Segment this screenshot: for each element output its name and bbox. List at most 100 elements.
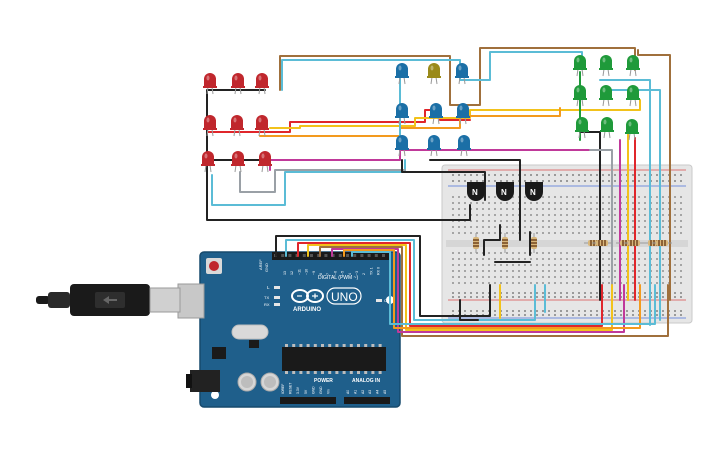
digital-pin-label: ~10 (305, 269, 309, 275)
digital-pin-label: 2 (362, 273, 366, 275)
usb-cable[interactable] (36, 284, 181, 316)
red-led[interactable] (201, 151, 215, 173)
green-led[interactable] (625, 119, 639, 141)
green-led[interactable] (626, 55, 640, 77)
wire-cyan-top (281, 51, 583, 91)
digital-pin-label: 13 (283, 271, 287, 275)
wire-gray-row3 (239, 169, 406, 193)
transistor-1[interactable]: N (467, 182, 485, 201)
tx-led (274, 296, 280, 299)
blue-led[interactable] (395, 63, 409, 85)
blue-led[interactable] (429, 103, 443, 125)
green-led[interactable] (600, 117, 614, 139)
power-pin-label: 3.3V (296, 386, 300, 394)
digital-pin-label: ~3 (355, 271, 359, 275)
digital-pin-label: ~9 (312, 271, 316, 275)
wire-orange-d8 (343, 249, 641, 329)
digital-pin-label: ~5 (341, 271, 345, 275)
digital-pin-label: ~6 (333, 271, 337, 275)
analog-label: ANALOG IN (352, 378, 380, 384)
wire-gray-green (589, 149, 613, 301)
on-label: ON (384, 298, 390, 303)
resistor[interactable] (473, 233, 479, 253)
digital-pin-label: 7 (326, 273, 330, 275)
usb-port[interactable] (177, 283, 205, 319)
red-led[interactable] (258, 151, 272, 173)
gnd-pin-label: GND (264, 263, 269, 272)
green-led[interactable] (573, 85, 587, 107)
power-pin-label: 5V (304, 389, 308, 394)
red-led[interactable] (255, 115, 269, 137)
red-led[interactable] (203, 73, 217, 95)
led-array (201, 55, 640, 173)
blue-led[interactable] (395, 135, 409, 157)
transistor-3[interactable]: N (525, 182, 543, 201)
resistors (473, 233, 672, 253)
resistor[interactable] (592, 240, 612, 246)
uno-logo-text: UNO (331, 290, 358, 304)
wire-black-gnd (275, 235, 491, 317)
red-led[interactable] (203, 115, 217, 137)
green-led[interactable] (575, 117, 589, 139)
usb-symbol-icon (103, 296, 117, 304)
l-led (274, 286, 280, 289)
wire-black-mid (429, 159, 521, 241)
rx-led (274, 303, 280, 306)
uno-badge (326, 287, 362, 305)
power-pin-label: GND (311, 386, 315, 394)
wire-brown-right (637, 49, 671, 301)
green-led[interactable] (599, 55, 613, 77)
arduino-logo-icon (291, 289, 324, 303)
analog-pin-label: A4 (376, 390, 380, 394)
digital-label: DIGITAL (PWM ~) (318, 275, 358, 281)
reset-button[interactable] (206, 258, 222, 274)
analog-header (344, 397, 390, 404)
green-led[interactable] (573, 55, 587, 77)
red-led[interactable] (230, 115, 244, 137)
digital-pin-label: 12 (290, 271, 294, 275)
green-led[interactable] (626, 85, 640, 107)
red-led[interactable] (231, 73, 245, 95)
aref-label: AREF (258, 259, 263, 270)
digital-pin-label: TX 1 (369, 267, 373, 275)
power-label: POWER (314, 378, 333, 384)
resistor[interactable] (531, 233, 537, 253)
green-led[interactable] (599, 85, 613, 107)
red-led[interactable] (255, 73, 269, 95)
wire-cyan-d7 (351, 251, 656, 325)
l-led-label: L (267, 285, 270, 290)
blue-led[interactable] (427, 135, 441, 157)
yellow-led[interactable] (427, 63, 441, 85)
wire-red-d12 (297, 242, 603, 327)
rx-led-label: RX (264, 302, 270, 307)
digital-pin-label: RX 0 (377, 267, 381, 275)
blue-led[interactable] (456, 103, 470, 125)
digital-pin-label: ~11 (297, 269, 301, 275)
digital-pin-label: 4 (348, 273, 352, 275)
breadboard[interactable] (441, 164, 693, 324)
voltage-regulator (212, 347, 226, 359)
power-pin-label: RESET (289, 383, 293, 394)
transistor-2[interactable]: N (496, 182, 514, 201)
blue-led[interactable] (457, 135, 471, 157)
analog-pin-label: A2 (361, 390, 365, 394)
wire-black-bb (459, 299, 479, 321)
red-led[interactable] (231, 151, 245, 173)
dc-barrel-jack[interactable] (186, 370, 220, 392)
resistor[interactable] (652, 240, 672, 246)
power-pin-label: Vin (327, 389, 331, 394)
analog-pin-label: A0 (346, 390, 350, 394)
wire-cyan-d2 (285, 239, 536, 321)
blue-led[interactable] (395, 103, 409, 125)
analog-pin-label: A5 (383, 390, 387, 394)
transistor-3-label: N (530, 188, 536, 197)
capacitor-right (260, 372, 280, 392)
blue-led[interactable] (455, 63, 469, 85)
resistor[interactable] (502, 233, 508, 253)
resistor[interactable] (624, 240, 644, 246)
